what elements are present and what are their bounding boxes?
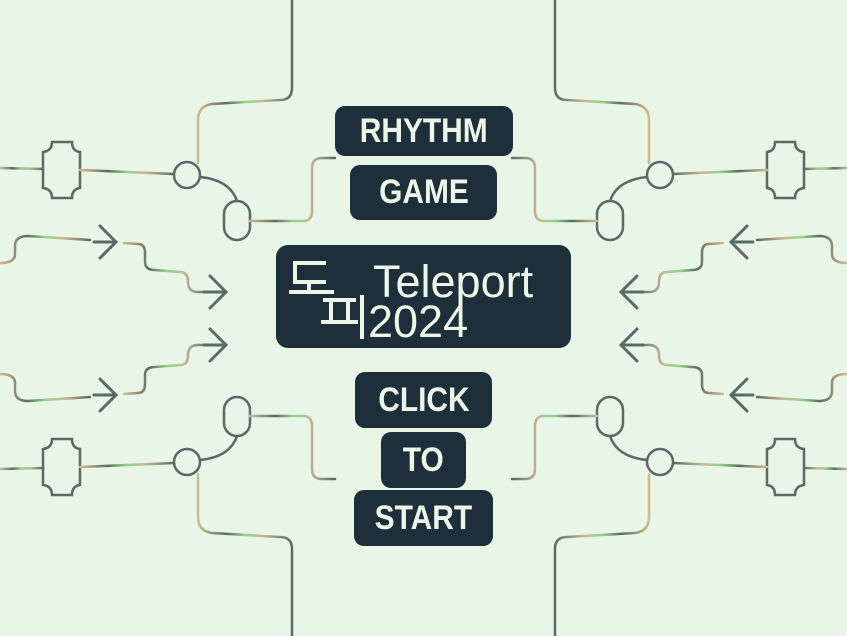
logo-year: 2024	[368, 296, 469, 347]
start-button[interactable]: START	[354, 490, 493, 546]
title-game: GAME	[350, 165, 497, 220]
title-rhythm: RHYTHM	[335, 106, 513, 156]
track-quadrant-bottom-left	[0, 327, 337, 636]
title-line2: GAME	[378, 173, 469, 211]
korean-logo	[289, 261, 364, 339]
start-to[interactable]: TO	[381, 432, 466, 488]
start-line2: TO	[402, 440, 445, 479]
track-quadrant-bottom-right	[510, 327, 847, 636]
logo-name: Teleport	[373, 256, 534, 307]
title-line1: RHYTHM	[360, 111, 488, 150]
start-line1: CLICK	[377, 380, 470, 419]
start-line3: START	[374, 498, 473, 537]
start-click[interactable]: CLICK	[355, 372, 492, 428]
logo-box: Teleport 2024	[276, 245, 571, 348]
